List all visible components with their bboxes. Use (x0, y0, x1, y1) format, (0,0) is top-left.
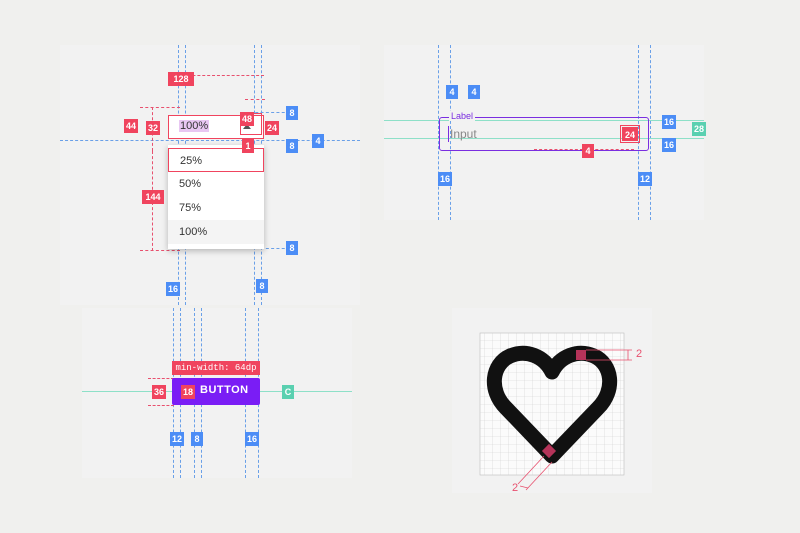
stroke-width-label: 2 (636, 348, 643, 360)
text-field-placeholder: Input (450, 127, 477, 141)
stroke-highlight (541, 443, 557, 459)
padding-badge: 16 (245, 432, 260, 446)
width-badge: 128 (168, 72, 194, 86)
icon-spec-panel: 2 2 (452, 308, 652, 494)
padding-badge: 8 (286, 139, 298, 153)
text-field[interactable]: Label Input (439, 111, 649, 151)
guide-line (638, 45, 639, 220)
dimension-line (245, 99, 265, 100)
padding-badge: 4 (446, 85, 458, 99)
button-label: BUTTON (200, 384, 249, 396)
guide-line (60, 140, 360, 141)
menu-height-badge: 144 (142, 190, 164, 204)
dimension-line (140, 107, 180, 108)
icon-size-badge: 24 (619, 125, 641, 143)
underline-badge: 4 (582, 144, 594, 158)
textfield-spec-panel: Label Input 4 4 16 28 16 24 4 16 12 (384, 45, 707, 220)
height-badge: 36 (152, 385, 167, 399)
stroke-highlight (576, 350, 586, 360)
menu-item[interactable]: 75% (179, 202, 202, 214)
min-width-badge: min-width: 64dp (172, 361, 260, 375)
height-badge: 28 (692, 122, 707, 136)
text-cursor (448, 126, 449, 142)
guide-line (250, 248, 290, 249)
heart-icon-grid (479, 332, 632, 491)
dimension-line (140, 250, 180, 251)
dropdown-selected-value: 100% (179, 120, 210, 132)
dropdown-arrow-icon[interactable] (243, 124, 251, 129)
padding-badge: 4 (312, 134, 324, 148)
padding-badge: 16 (438, 172, 453, 186)
gap-badge: 1 (242, 139, 254, 153)
dropdown-menu: 25% 50% 75% 100% (168, 145, 264, 249)
padding-badge: 8 (191, 432, 203, 446)
padding-badge: 16 (662, 138, 677, 152)
guide-line (450, 45, 451, 220)
guide-line (250, 112, 290, 113)
stroke-width-label: 2 (512, 482, 519, 494)
text-height-badge: 32 (146, 121, 161, 135)
button-spec-panel: min-width: 64dp BUTTON 18 36 C 12 8 16 (82, 308, 352, 478)
dimension-line (148, 405, 174, 406)
guide-line (650, 45, 651, 220)
guide-line (438, 45, 439, 220)
spacing-badge: 8 (256, 279, 268, 293)
field-height-badge: 44 (124, 119, 139, 133)
padding-badge: 4 (468, 85, 480, 99)
icon-size-badge: 24 (265, 121, 280, 135)
spacing-badge: 16 (166, 282, 181, 296)
dimension-line (168, 75, 264, 76)
menu-item[interactable]: 50% (179, 178, 202, 190)
padding-badge: 12 (170, 432, 185, 446)
dimension-line (148, 378, 174, 379)
heart-icon (486, 345, 618, 464)
icon-size-badge: 48 (240, 112, 255, 126)
padding-badge: 8 (286, 241, 298, 255)
menu-item[interactable]: 100% (168, 220, 264, 244)
padding-badge: 8 (286, 106, 298, 120)
dropdown-spec-panel: 100% 25% 50% 75% 100% 128 44 32 48 24 1 … (60, 45, 360, 305)
padding-badge: 16 (662, 115, 677, 129)
baseline-guide (384, 138, 704, 139)
icon-size-badge: 18 (181, 385, 196, 399)
text-field-label: Label (449, 111, 476, 121)
menu-item[interactable]: 25% (168, 148, 264, 172)
baseline-badge: C (282, 385, 294, 399)
padding-badge: 12 (638, 172, 653, 186)
baseline-guide (384, 120, 704, 121)
